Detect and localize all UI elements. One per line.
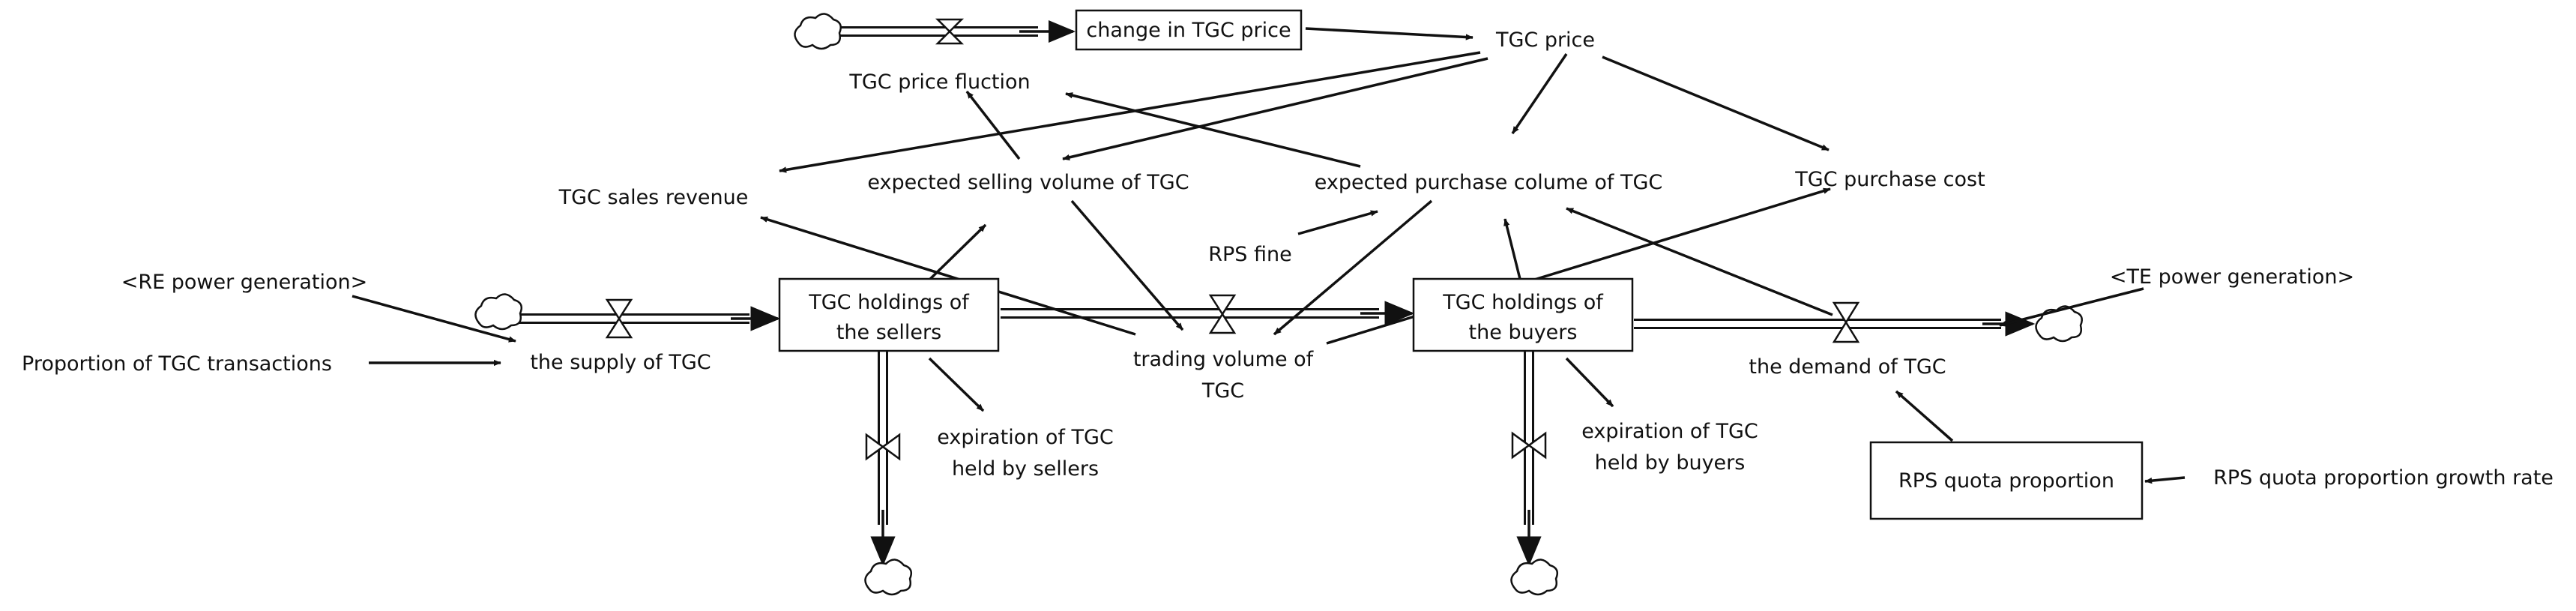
cloud-sink-sellers [864,559,912,596]
expiration-sellers-line1: expiration of TGC [937,426,1114,449]
trading-volume-line2: TGC [1201,379,1244,403]
stock-change-in-tgc-price: change in TGC price [1075,9,1303,51]
valve-expiration-sellers [865,433,901,461]
change-in-tgc-price-label: change in TGC price [1086,19,1291,42]
valve-demand [1832,301,1860,343]
tgc-holdings-sellers-line1: TGC holdings of [808,291,970,314]
expected-purchase-colume-label: expected purchase colume of TGC [1315,171,1663,194]
stock-tgc-holdings-sellers: TGC holdings of the sellers [778,277,1000,352]
rps-quota-proportion-label: RPS quota proportion [1898,469,2114,493]
rps-quota-growth-rate-label: RPS quota proportion growth rate [2213,466,2554,490]
cloud-source-price [794,13,842,50]
tgc-purchase-cost-label: TGC purchase cost [1794,168,1985,191]
tgc-price-fluction-label: TGC price fluction [848,70,1030,94]
tgc-holdings-buyers-line1: TGC holdings of [1442,291,1604,314]
supply-of-tgc-label: the supply of TGC [530,351,711,374]
expiration-buyers-line2: held by buyers [1595,451,1746,475]
cloud-sink-demand [2035,305,2083,343]
cloud-sink-buyers [1510,559,1558,596]
trading-volume-line1: trading volume of [1133,348,1315,371]
tgc-holdings-buyers-line2: the buyers [1469,321,1578,344]
valve-price-fluction [935,18,965,45]
tgc-price-label: TGC price [1495,28,1595,52]
rps-fine-label: RPS fine [1208,243,1292,266]
expiration-sellers-line2: held by sellers [952,457,1099,481]
tgc-holdings-sellers-line2: the sellers [836,321,941,344]
tgc-sales-revenue-label: TGC sales revenue [558,186,749,209]
re-power-generation-label: <RE power generation> [121,271,368,294]
stock-rps-quota-proportion: RPS quota proportion [1869,441,2144,520]
valve-trading [1208,294,1237,334]
expiration-buyers-line1: expiration of TGC [1581,420,1758,443]
valve-expiration-buyers [1511,431,1547,460]
demand-of-tgc-label: the demand of TGC [1749,355,1946,379]
te-power-generation-label: <TE power generation> [2110,265,2354,289]
stock-tgc-holdings-buyers: TGC holdings of the buyers [1412,277,1634,352]
expected-selling-volume-label: expected selling volume of TGC [867,171,1189,194]
cloud-source-supply [474,293,522,331]
causal-links [352,27,2186,484]
valve-supply [605,298,633,339]
proportion-tgc-transactions-label: Proportion of TGC transactions [22,352,332,376]
